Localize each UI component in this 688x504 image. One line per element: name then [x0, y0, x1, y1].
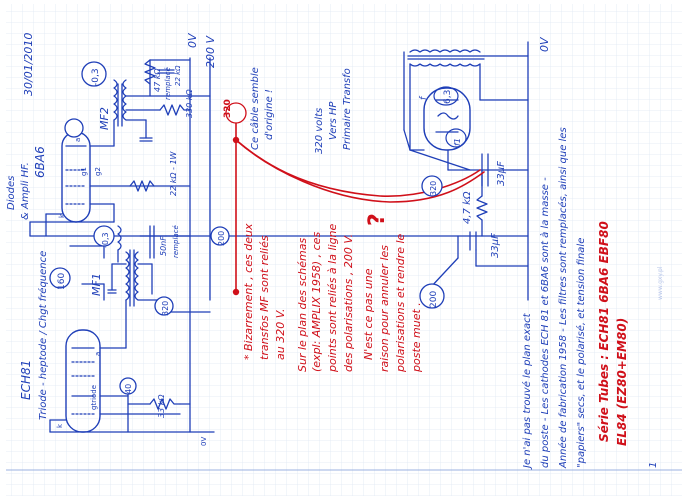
- v-minus03-mid-text: -0,3: [101, 232, 110, 248]
- pin-a-text: a: [94, 352, 102, 356]
- transformer-output-primary: [409, 49, 481, 53]
- pin-k2-text: k: [56, 423, 64, 428]
- red-note-line-3: au 320 V.: [274, 309, 287, 360]
- blue-note-line-3: Année de fabrication 1958 - Les filtres …: [557, 127, 569, 469]
- date-label: 30/01/2010: [22, 33, 35, 96]
- header-ampli-hf: & Ampli HF.: [20, 162, 31, 220]
- page-number: 1: [648, 462, 659, 468]
- rail-0v-left-label: 0V: [186, 32, 199, 48]
- header-left: Triode - heptode / Chgt fréquence: [37, 251, 49, 420]
- r-330k-text: 330 kΩ: [185, 89, 194, 118]
- pin-k-text: k: [58, 213, 66, 218]
- vers-hp-1: 320 volts: [314, 108, 325, 154]
- resistor-330k: [159, 104, 191, 116]
- red-note-line-6: points sont reliés à la ligne: [326, 223, 339, 373]
- blue-note-line-6: EL84 (EZ80+EM80): [615, 318, 629, 446]
- question-mark-text: ?: [365, 213, 390, 226]
- red-note-line-5: (expl: AMPLIX 1958) , ces: [310, 232, 323, 372]
- transformer-output-secondary: [409, 63, 481, 67]
- voltage-circle-320-left: [154, 296, 174, 316]
- voltage-circle-200-node: [210, 226, 230, 246]
- red-note-line-7: des polarisations , 200 V.: [342, 234, 355, 372]
- voltage-circle-320-red: [225, 102, 247, 124]
- voltage-circle-320-top: [64, 118, 84, 138]
- c-50nf-text: 50nF: [159, 236, 168, 256]
- v-minus03-top-text: -0,3: [91, 68, 101, 86]
- coil-mf2-a: [113, 79, 118, 121]
- rail-0v-right-label: 0V: [538, 36, 551, 52]
- remplace2-text: remplacé: [164, 66, 172, 100]
- voltage-circle-minus03-mid: [93, 225, 115, 247]
- v-200-node-text: 200: [217, 231, 226, 246]
- red-note-line-4: Sur le plan des schémas: [296, 238, 309, 372]
- v-160-text: 160: [57, 273, 67, 290]
- red-note-line-9: raison pour annuler les: [378, 245, 391, 372]
- loop-circle-f1: [445, 128, 467, 148]
- v-320-left-text: 320: [161, 301, 170, 316]
- note-cable-2: d'origine !: [264, 89, 275, 140]
- label-0v-small-text: 0V: [200, 437, 208, 446]
- vers-hp-3: Primaire Transfo: [342, 68, 353, 150]
- vers-hp-2: Vers HP: [328, 101, 339, 140]
- red-note-line-8: N'est ce pas une: [362, 268, 375, 360]
- voltage-circle-320-mid: [421, 175, 443, 197]
- coil-mf1-a: [125, 251, 130, 301]
- r-47k-text: 47 kΩ: [153, 68, 162, 92]
- r-22k-text: 22 kΩ - 1W: [169, 150, 178, 196]
- coil-mf1-upper: [117, 225, 122, 251]
- header-diodes: Diodes: [6, 176, 17, 210]
- v-320-top-text: 320: [223, 99, 233, 118]
- voltage-circle-minus03-top: [81, 61, 107, 87]
- mf2-label: MF2: [98, 107, 111, 130]
- pin-g1-text: g1: [80, 167, 88, 176]
- red-note-line-1: * Bizarrement , ces deux: [242, 223, 255, 360]
- coil-mf1-b: [134, 251, 139, 301]
- v-40-text: 40: [124, 384, 133, 394]
- resistor-4-7k: [476, 195, 488, 221]
- voltage-circle-200-bottom: [419, 283, 445, 309]
- r-47k-2-text: 4,7 kΩ: [462, 191, 473, 224]
- tube-rectifier-envelope: [423, 87, 471, 151]
- v-63-text: 6,3: [443, 90, 453, 104]
- blue-note-line-5: Série Tubes : ECH81 6BA6 EBF80: [597, 221, 611, 442]
- pin-g2-text: g2: [94, 167, 102, 176]
- mf1-label: MF1: [90, 273, 103, 296]
- red-note-line-11: poste muet .: [410, 302, 423, 373]
- blue-note-line-4: "papiers" secs, et le polarisé, et tensi…: [575, 238, 587, 468]
- red-node-bottom: [232, 288, 240, 296]
- rail-200v-label: 200 V: [204, 35, 217, 68]
- r-22k-small-text: 22 kΩ: [174, 65, 182, 86]
- red-note-line-10: polarisations et rendre le: [394, 233, 407, 373]
- note-cable-1: Ce câble semble: [249, 67, 261, 150]
- resistor-22k-1w: [129, 180, 155, 192]
- watermark-text: www.gxy.pl: [657, 266, 664, 300]
- tube-6ba6-label: 6BA6: [33, 146, 47, 178]
- red-node-top: [232, 136, 240, 144]
- voltage-circle-160: [49, 267, 71, 289]
- red-note-line-2: transfos MF sont reliés: [258, 235, 271, 360]
- red-wire-lower: [235, 139, 485, 203]
- r-33k-text: 33 kΩ: [157, 394, 166, 418]
- c-33uf-b-text: 33µF: [490, 233, 501, 258]
- tube-ech81-label: ECH81: [19, 360, 33, 400]
- c-33uf-a-text: 33µF: [496, 161, 507, 186]
- resistor-47k-top: [144, 59, 156, 85]
- voltage-circle-40: [119, 377, 137, 395]
- v-200-bottom-text: 200: [429, 291, 439, 308]
- resistor-33k: [149, 398, 181, 410]
- coil-mf2-b: [122, 79, 127, 121]
- label-f-text: f: [419, 95, 429, 100]
- v-320-mid-text: 320: [429, 181, 438, 196]
- remplace-text: remplacé: [172, 224, 180, 258]
- blue-note-line-2: du poste - Les cathodes ECH 81 et 6BA6 s…: [539, 177, 551, 468]
- blue-note-line-1: Je n'ai pas trouvé le plan exact: [521, 312, 533, 470]
- pin-a2-text: a: [74, 138, 82, 142]
- loop-circle-6v3: [433, 86, 459, 106]
- pin-gtriode-text: gtriode: [90, 385, 98, 410]
- label-f1-text: f1: [453, 138, 462, 146]
